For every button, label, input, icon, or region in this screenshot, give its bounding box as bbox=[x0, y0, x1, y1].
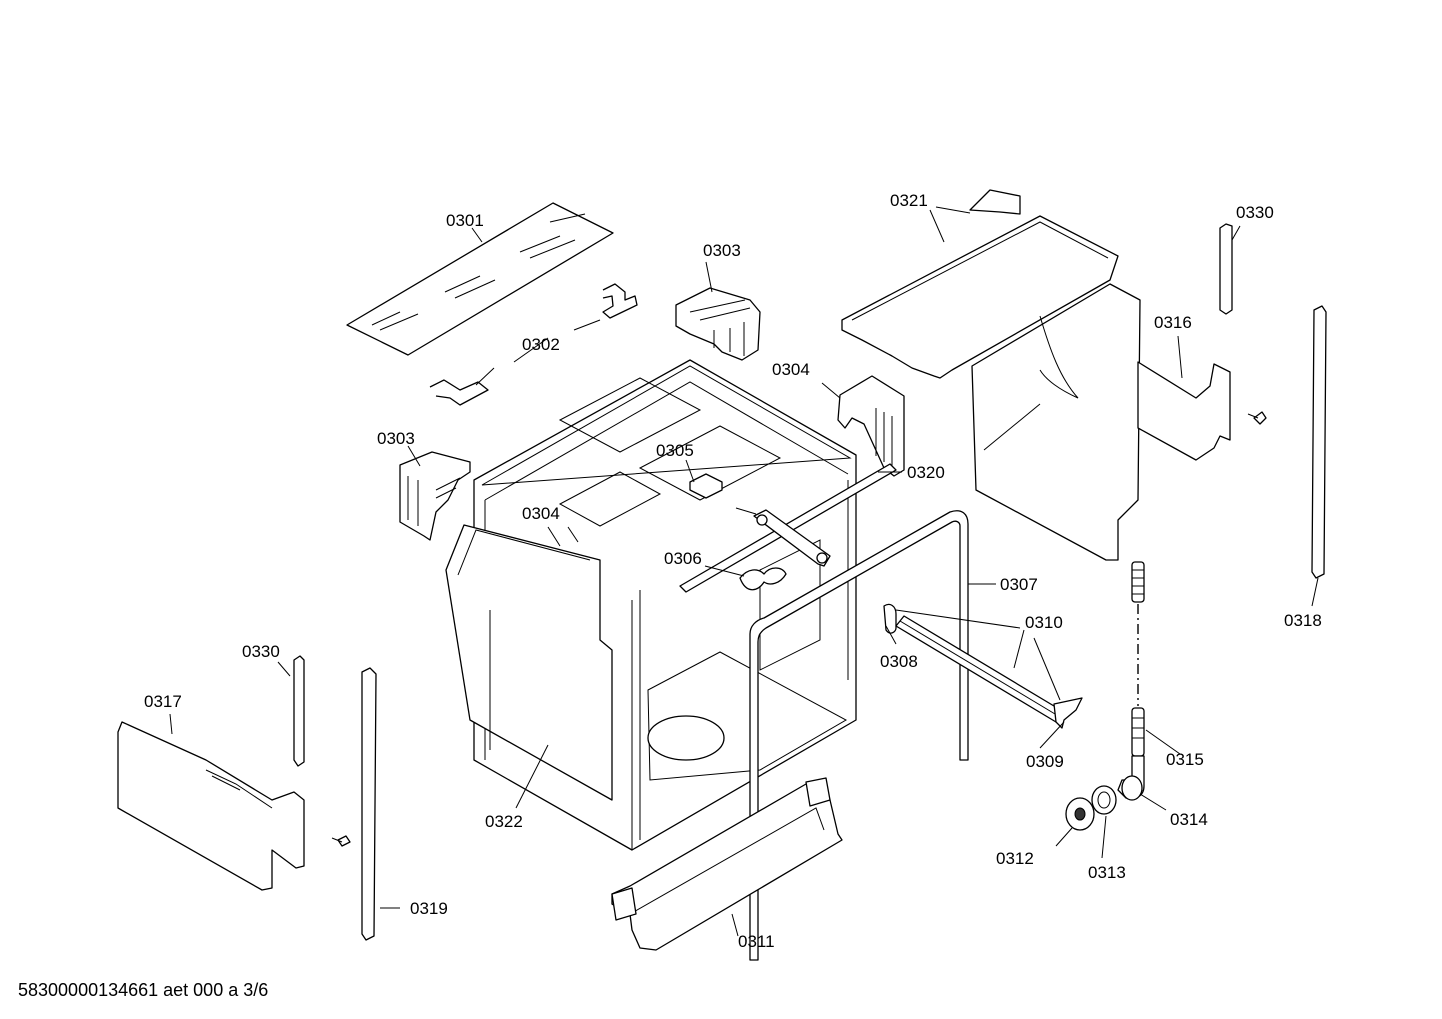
callout-0302: 0302 bbox=[522, 335, 560, 354]
callout-0315: 0315 bbox=[1166, 750, 1204, 769]
part-0305-clip bbox=[689, 473, 723, 499]
callout-0303-top: 0303 bbox=[703, 241, 741, 260]
part-0312-nut bbox=[1065, 797, 1095, 831]
callout-0306: 0306 bbox=[664, 549, 702, 568]
part-0303-side-clip bbox=[399, 451, 471, 541]
document-footer-id: 58300000134661 aet 000 a 3/6 bbox=[18, 980, 269, 1000]
part-0314-elbow bbox=[1117, 755, 1145, 801]
part-0306-bracket bbox=[739, 509, 831, 591]
part-0318-strip bbox=[1311, 305, 1327, 579]
part-0316-bracket bbox=[1137, 361, 1231, 461]
callout-0317: 0317 bbox=[144, 692, 182, 711]
callout-0319: 0319 bbox=[410, 899, 448, 918]
callout-0310: 0310 bbox=[1025, 613, 1063, 632]
callout-0318: 0318 bbox=[1284, 611, 1322, 630]
callout-0311: 0311 bbox=[738, 932, 775, 951]
callout-0301: 0301 bbox=[446, 211, 484, 230]
part-0330-strip-right bbox=[1219, 223, 1233, 315]
part-0317-lower-panel bbox=[117, 721, 305, 891]
part-0309-end-cap bbox=[1053, 697, 1083, 729]
screw-icon bbox=[1247, 411, 1267, 425]
part-0304-cover-right bbox=[837, 375, 905, 477]
callout-0303-side: 0303 bbox=[377, 429, 415, 448]
callout-0304-left: 0304 bbox=[522, 504, 560, 523]
callout-0308: 0308 bbox=[880, 652, 918, 671]
part-0302-bracket-left bbox=[429, 379, 489, 406]
callout-0320: 0320 bbox=[907, 463, 945, 482]
callout-0305: 0305 bbox=[656, 441, 694, 460]
callout-0312: 0312 bbox=[996, 849, 1034, 868]
part-0311-base-plate bbox=[611, 777, 843, 951]
part-0330-strip-left bbox=[293, 655, 305, 767]
part-0322-side-panel bbox=[445, 524, 613, 801]
callout-0322: 0322 bbox=[485, 812, 523, 831]
callout-0304-right: 0304 bbox=[772, 360, 810, 379]
part-0301-insulation-mat bbox=[346, 202, 614, 356]
callout-0307: 0307 bbox=[1000, 575, 1038, 594]
callout-0309: 0309 bbox=[1026, 752, 1064, 771]
callout-0314: 0314 bbox=[1170, 810, 1208, 829]
part-0315-hose bbox=[1131, 561, 1145, 757]
part-0307-door-seal bbox=[749, 510, 969, 961]
callout-0330-left: 0330 bbox=[242, 642, 280, 661]
part-0319-strip bbox=[361, 667, 377, 941]
screw-icon bbox=[331, 835, 351, 847]
part-0313-ring bbox=[1091, 785, 1117, 815]
callout-0313: 0313 bbox=[1088, 863, 1126, 882]
part-back-panel bbox=[971, 283, 1141, 561]
leader-lines bbox=[169, 206, 1319, 937]
part-0302-bracket-right bbox=[602, 283, 638, 319]
callout-0330-right: 0330 bbox=[1236, 203, 1274, 222]
callout-0316: 0316 bbox=[1154, 313, 1192, 332]
part-0321-top-cover bbox=[841, 189, 1119, 379]
part-0303-top-clip bbox=[675, 287, 761, 361]
callout-0321: 0321 bbox=[890, 191, 928, 210]
part-0308-clip bbox=[883, 603, 897, 634]
